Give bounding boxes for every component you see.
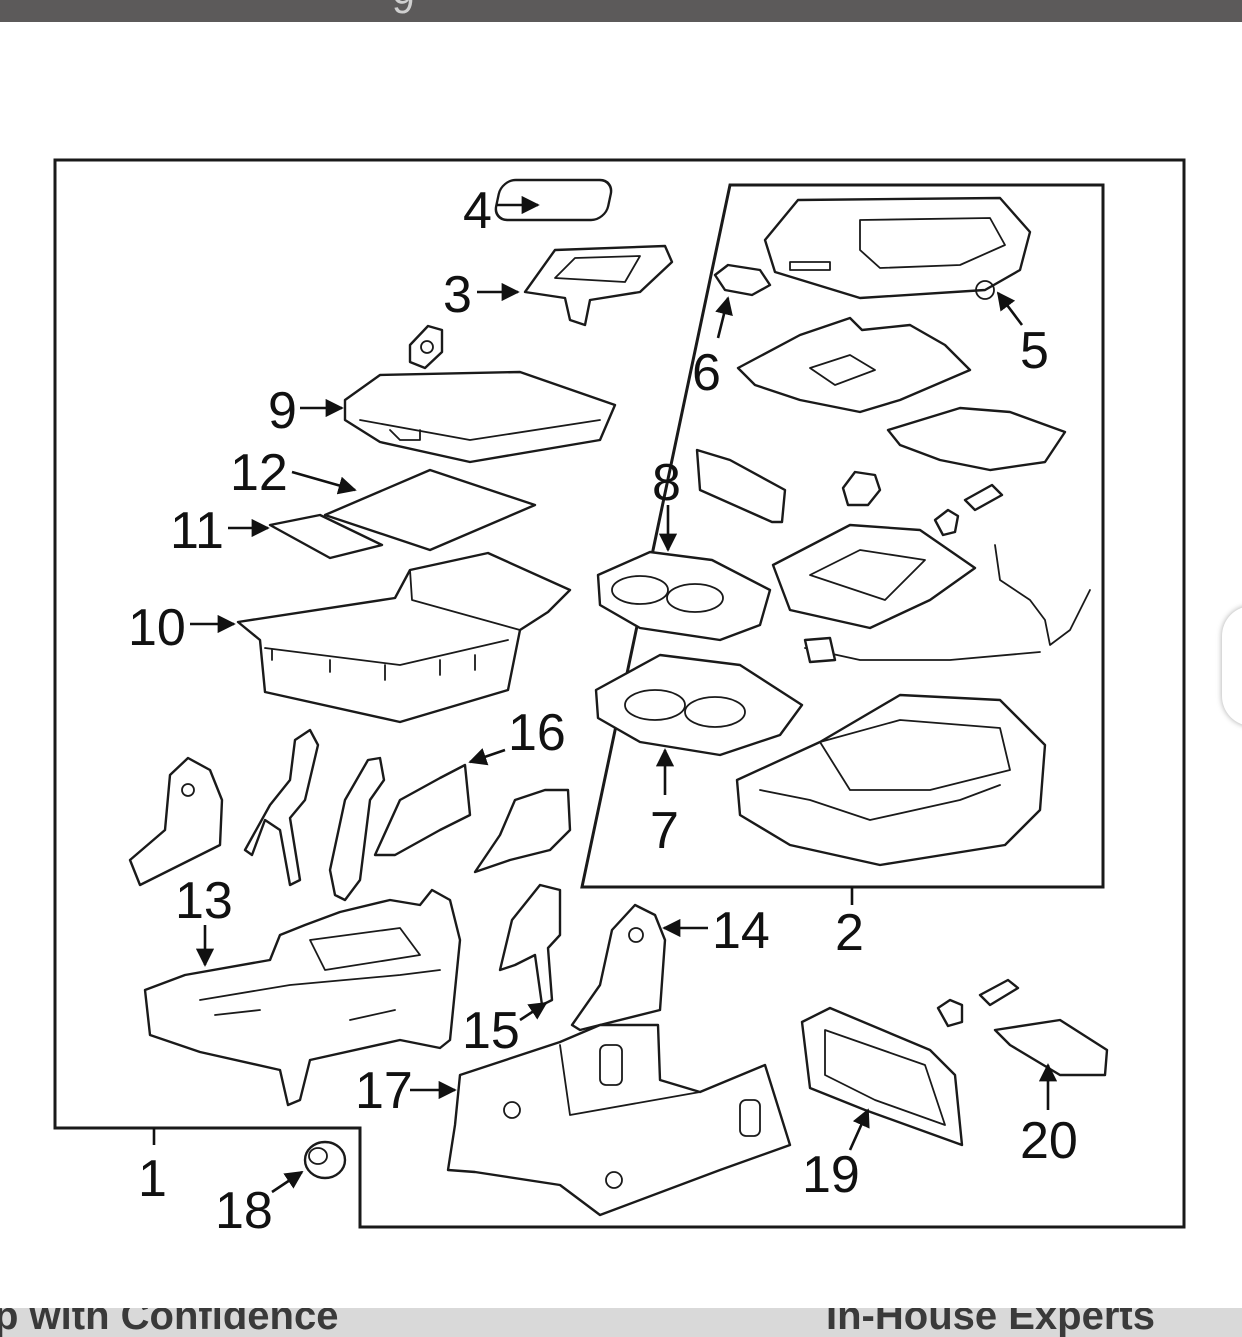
- callout-7: 7: [650, 802, 679, 860]
- callout-17: 17: [355, 1062, 413, 1120]
- bottom-right-text: In-House Experts: [826, 1308, 1155, 1337]
- callout-3: 3: [443, 266, 472, 324]
- callout-14: 14: [712, 902, 770, 960]
- part-plate-right: [886, 406, 1067, 472]
- part-5-armrest-cover: [763, 196, 1032, 300]
- callout-6: 6: [692, 344, 721, 402]
- part-hinge-plate: [736, 316, 972, 414]
- part-15-bracket: [498, 883, 562, 1007]
- callout-20: 20: [1020, 1112, 1078, 1170]
- callout-labels: 1 2 3 4 5 6 7 8 9 10 11 12 13 14 15 16 1…: [128, 182, 1078, 1240]
- bottom-strip: p with Confidence In-House Experts: [0, 1308, 1242, 1337]
- part-19-side-panel: [800, 1006, 964, 1147]
- part-4-lid-pad: [494, 178, 613, 222]
- side-scroll-tab[interactable]: [1222, 606, 1242, 726]
- callout-5: 5: [1020, 322, 1049, 380]
- part-7-cupholder-lower: [594, 653, 804, 757]
- callout-1: 1: [138, 1150, 167, 1208]
- part-fasteners-upper: [841, 470, 1004, 537]
- part-11-small-pad: [268, 513, 384, 560]
- callout-16: 16: [508, 704, 566, 762]
- callout-9: 9: [268, 382, 297, 440]
- callout-2: 2: [835, 904, 864, 962]
- callout-10: 10: [128, 599, 186, 657]
- callout-4: 4: [463, 182, 492, 240]
- callout-11: 11: [170, 502, 224, 560]
- part-17-base: [446, 1023, 792, 1217]
- callout-13: 13: [175, 872, 233, 930]
- part-console-tub: [735, 693, 1047, 867]
- callout-leaders: [152, 195, 1058, 1194]
- top-strip-text: 9: [392, 0, 415, 22]
- part-20-tray: [936, 978, 1109, 1077]
- part-9-armrest-lid: [343, 370, 617, 464]
- part-8-divider: [695, 448, 787, 524]
- part-3-lid-bezel: [523, 244, 674, 327]
- part-14-side-plate: [570, 903, 667, 1032]
- part-cupholder-upper: [596, 550, 772, 642]
- top-strip: 9: [0, 0, 1242, 22]
- callout-8: 8: [652, 454, 681, 512]
- part-18-grommet: [303, 1140, 347, 1180]
- part-brackets-row: [128, 728, 572, 902]
- part-10-storage-bin: [236, 551, 572, 724]
- bottom-left-text: p with Confidence: [0, 1308, 339, 1337]
- callout-12: 12: [230, 444, 288, 502]
- part-13-seat-frame: [143, 888, 462, 1107]
- assembly-frame-inner: [580, 183, 1105, 889]
- part-small-bracket: [408, 324, 444, 370]
- part-wiring-harness: [803, 544, 1091, 664]
- callout-15: 15: [462, 1002, 520, 1060]
- part-6-latch: [713, 263, 772, 297]
- callout-18: 18: [215, 1182, 273, 1240]
- part-tray-frame: [771, 523, 977, 630]
- callout-19: 19: [802, 1146, 860, 1204]
- assembly-frame-outer: [53, 158, 1186, 1229]
- part-12-pad: [323, 468, 537, 552]
